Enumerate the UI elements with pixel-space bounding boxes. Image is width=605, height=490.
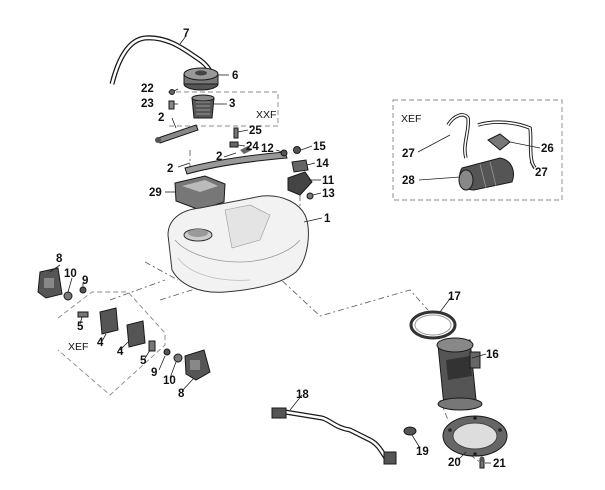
callout-9b: 9 <box>151 367 157 379</box>
xef-top-group-box: XEF <box>392 99 563 201</box>
callout-21: 21 <box>493 458 506 470</box>
callout-24: 24 <box>246 141 259 153</box>
mount-bracket-part-8a <box>37 267 63 299</box>
tank-strap-part-2 <box>155 124 288 175</box>
callout-4b: 4 <box>117 346 124 358</box>
washer-part-10a <box>63 291 73 301</box>
callout-3: 3 <box>229 98 235 110</box>
clip-part-24 <box>229 141 239 148</box>
callout-25: 25 <box>249 125 262 137</box>
callout-12: 12 <box>261 143 274 155</box>
callout-numbers: 7 6 22 23 3 2 2 2 25 24 12 15 14 11 13 2… <box>56 28 554 470</box>
leader-lines <box>49 35 541 464</box>
callout-10a: 10 <box>64 268 77 280</box>
callout-9a: 9 <box>82 275 88 287</box>
callout-2a: 2 <box>158 112 164 124</box>
nut-part-9b <box>163 348 171 356</box>
callout-28: 28 <box>402 175 415 187</box>
seal-ring-part-17 <box>409 310 457 340</box>
filter-part-3 <box>191 94 215 119</box>
callout-4a: 4 <box>97 337 104 349</box>
fitting-part-26 <box>487 133 511 151</box>
nut-part-12 <box>280 149 288 157</box>
callout-7: 7 <box>183 28 189 40</box>
screw-part-21 <box>479 456 485 469</box>
callout-22: 22 <box>141 83 154 95</box>
tank-pad-part-29 <box>174 175 226 211</box>
bolt-part-5a <box>77 311 89 318</box>
nut-part-9a <box>79 286 87 294</box>
callout-14: 14 <box>316 158 329 170</box>
washer-part-13 <box>306 192 314 200</box>
bolt-part-5b <box>148 340 156 352</box>
fuel-tank-part-1 <box>167 195 309 293</box>
xxf-group-box: XXF <box>168 91 279 127</box>
fuel-line-part-18 <box>271 407 397 465</box>
callout-16: 16 <box>486 349 499 361</box>
canister-part-28 <box>458 157 514 191</box>
bracket-part-11 <box>287 171 313 196</box>
fuel-cap-part-6 <box>183 67 219 91</box>
xef-left-label: XEF <box>68 341 88 353</box>
callout-2c: 2 <box>216 151 222 163</box>
fuel-pump-part-16 <box>436 337 483 411</box>
hose-part-27b <box>477 120 537 170</box>
callout-27a: 27 <box>402 148 415 160</box>
callout-15: 15 <box>313 141 326 153</box>
grommet-part-14 <box>291 159 309 173</box>
xxf-label: XXF <box>256 109 276 121</box>
callout-20: 20 <box>448 457 461 469</box>
callout-19: 19 <box>416 446 429 458</box>
callout-23: 23 <box>141 98 154 110</box>
callout-18: 18 <box>296 389 309 401</box>
hose-part-27a <box>446 113 471 159</box>
callout-5a: 5 <box>77 321 84 333</box>
washer-part-10b <box>173 353 183 363</box>
callout-10b: 10 <box>163 375 176 387</box>
callout-13: 13 <box>322 188 335 200</box>
callout-29: 29 <box>149 187 162 199</box>
rubber-mount-part-4a <box>99 307 119 335</box>
xef-top-label: XEF <box>401 113 421 125</box>
callout-6: 6 <box>232 70 238 82</box>
callout-8a: 8 <box>56 253 63 265</box>
nut-part-15 <box>293 146 301 154</box>
mount-bracket-part-8b <box>184 349 211 381</box>
screw-part-22 <box>169 89 175 95</box>
callout-11: 11 <box>322 175 335 187</box>
callout-1: 1 <box>324 213 331 225</box>
clamp-part-19 <box>403 426 417 436</box>
callout-2b: 2 <box>167 163 173 175</box>
rubber-mount-part-4b <box>126 320 146 348</box>
pump-flange-part-20 <box>442 415 508 457</box>
xef-left-group-box: XEF <box>57 291 166 396</box>
callout-27b: 27 <box>535 167 548 179</box>
callout-5b: 5 <box>140 355 147 367</box>
callout-8b: 8 <box>178 388 185 400</box>
callout-17: 17 <box>448 291 461 303</box>
washer-part-23 <box>168 100 175 110</box>
bolt-part-25 <box>233 127 239 139</box>
callout-26: 26 <box>541 143 554 155</box>
